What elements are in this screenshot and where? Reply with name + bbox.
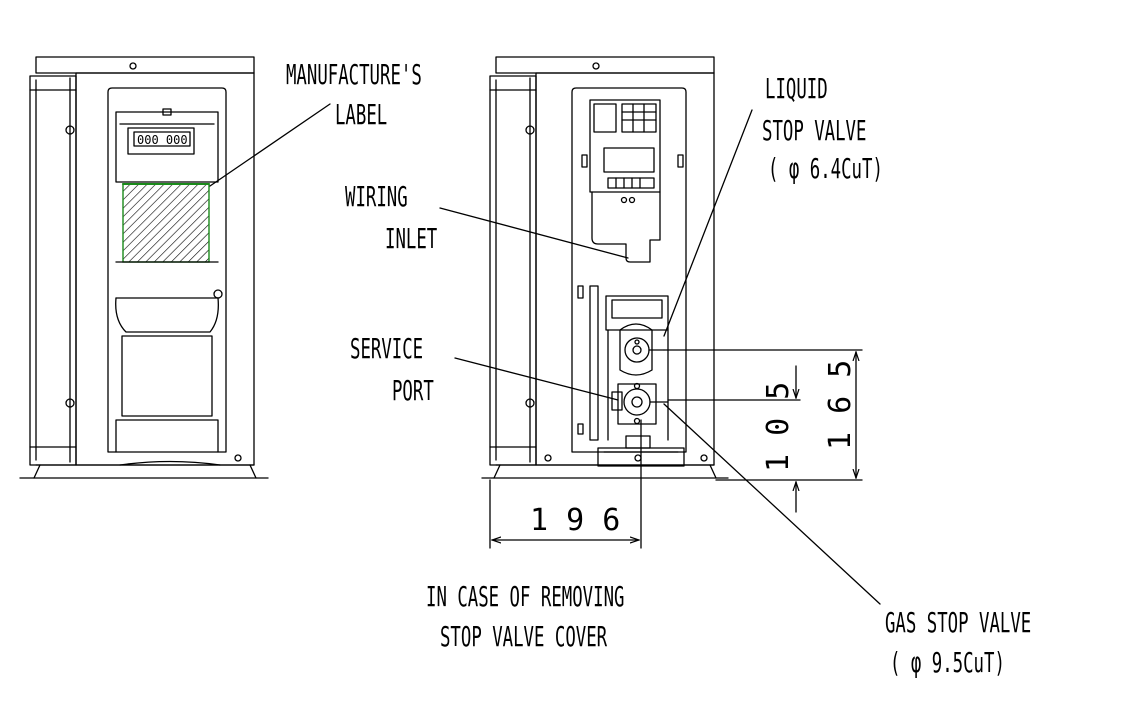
wiring-inlet-leader [439, 207, 629, 259]
caption-text-2: STOP VALVE COVER [440, 621, 608, 653]
wiring-inlet-text-2: INLET [385, 223, 437, 255]
liquid-valve-text-1: LIQUID [765, 73, 828, 105]
side-view-unit [481, 56, 729, 479]
wiring-inlet-text-1: WIRING [345, 181, 408, 213]
liquid-valve-text-3: ( φ 6.4CuT) [768, 153, 883, 185]
service-port-text-1: SERVICE [350, 333, 423, 365]
service-port-leader [454, 357, 619, 401]
manufacturers-label-text-1: MANUFACTURE'S [286, 59, 422, 91]
service-port-text-2: PORT [392, 375, 434, 407]
liquid-valve-text-2: STOP VALVE [762, 115, 866, 147]
meter-digits: 000 000 [137, 133, 188, 147]
dimension-165: 1 6 5 [823, 360, 858, 450]
dimension-lines [489, 349, 863, 549]
gas-valve-text-2: ( φ 9.5CuT) [890, 647, 1005, 679]
gas-valve-text-1: GAS STOP VALVE [885, 607, 1031, 639]
manufacturers-label-leader [209, 103, 331, 187]
liquid-valve-leader [663, 109, 753, 337]
dimension-196: 1 9 6 [530, 503, 620, 538]
caption-text-1: IN CASE OF REMOVING [426, 581, 624, 613]
gas-valve-leader [663, 403, 881, 605]
manufacturers-label-text-2: LABEL [335, 99, 387, 131]
manufacturers-label-area [122, 183, 210, 263]
dimension-105: 1 0 5 [761, 382, 796, 472]
front-view-unit: 000 000 [19, 56, 269, 479]
